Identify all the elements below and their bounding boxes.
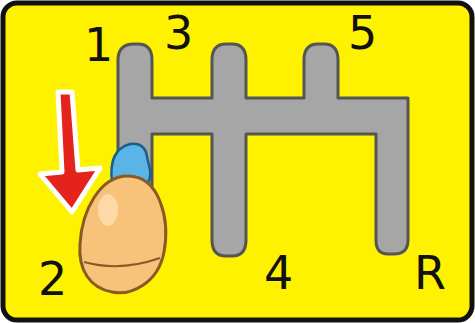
gear-number: 1 — [84, 22, 113, 68]
direction-arrow — [40, 92, 100, 212]
gear-number: 2 — [38, 256, 67, 302]
gear-number: R — [414, 250, 446, 296]
gear-number: 5 — [348, 10, 377, 56]
sign-background — [3, 3, 472, 320]
knob-highlight — [98, 194, 118, 226]
knob-seam — [84, 258, 160, 266]
gear-number: 3 — [164, 10, 193, 56]
gear-number: 4 — [264, 250, 293, 296]
gear-knob — [80, 176, 166, 293]
